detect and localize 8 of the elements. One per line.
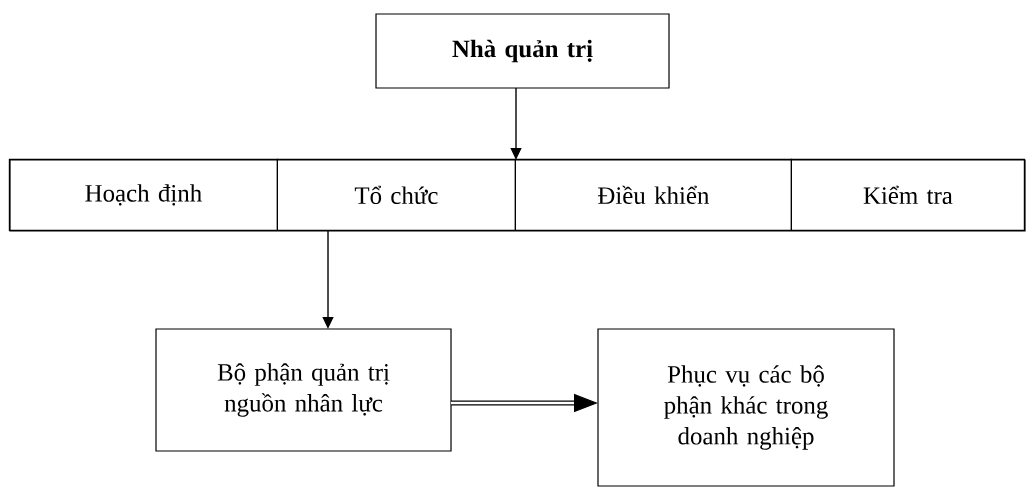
table-cell: Kiểm tra — [790, 158, 1025, 231]
row-band — [9, 159, 1026, 232]
process-box: Bộ phận quản trị nguồn nhân lực — [155, 328, 452, 452]
process-box: Nhà quản trị — [375, 13, 670, 89]
process-box: Phục vụ các bộ phận khác trong doanh nghiệp — [597, 328, 895, 487]
table-cell: Tổ chức — [276, 158, 516, 231]
table-cell: Điều khiển — [514, 158, 792, 231]
table-cell: Hoạch định — [8, 158, 278, 231]
